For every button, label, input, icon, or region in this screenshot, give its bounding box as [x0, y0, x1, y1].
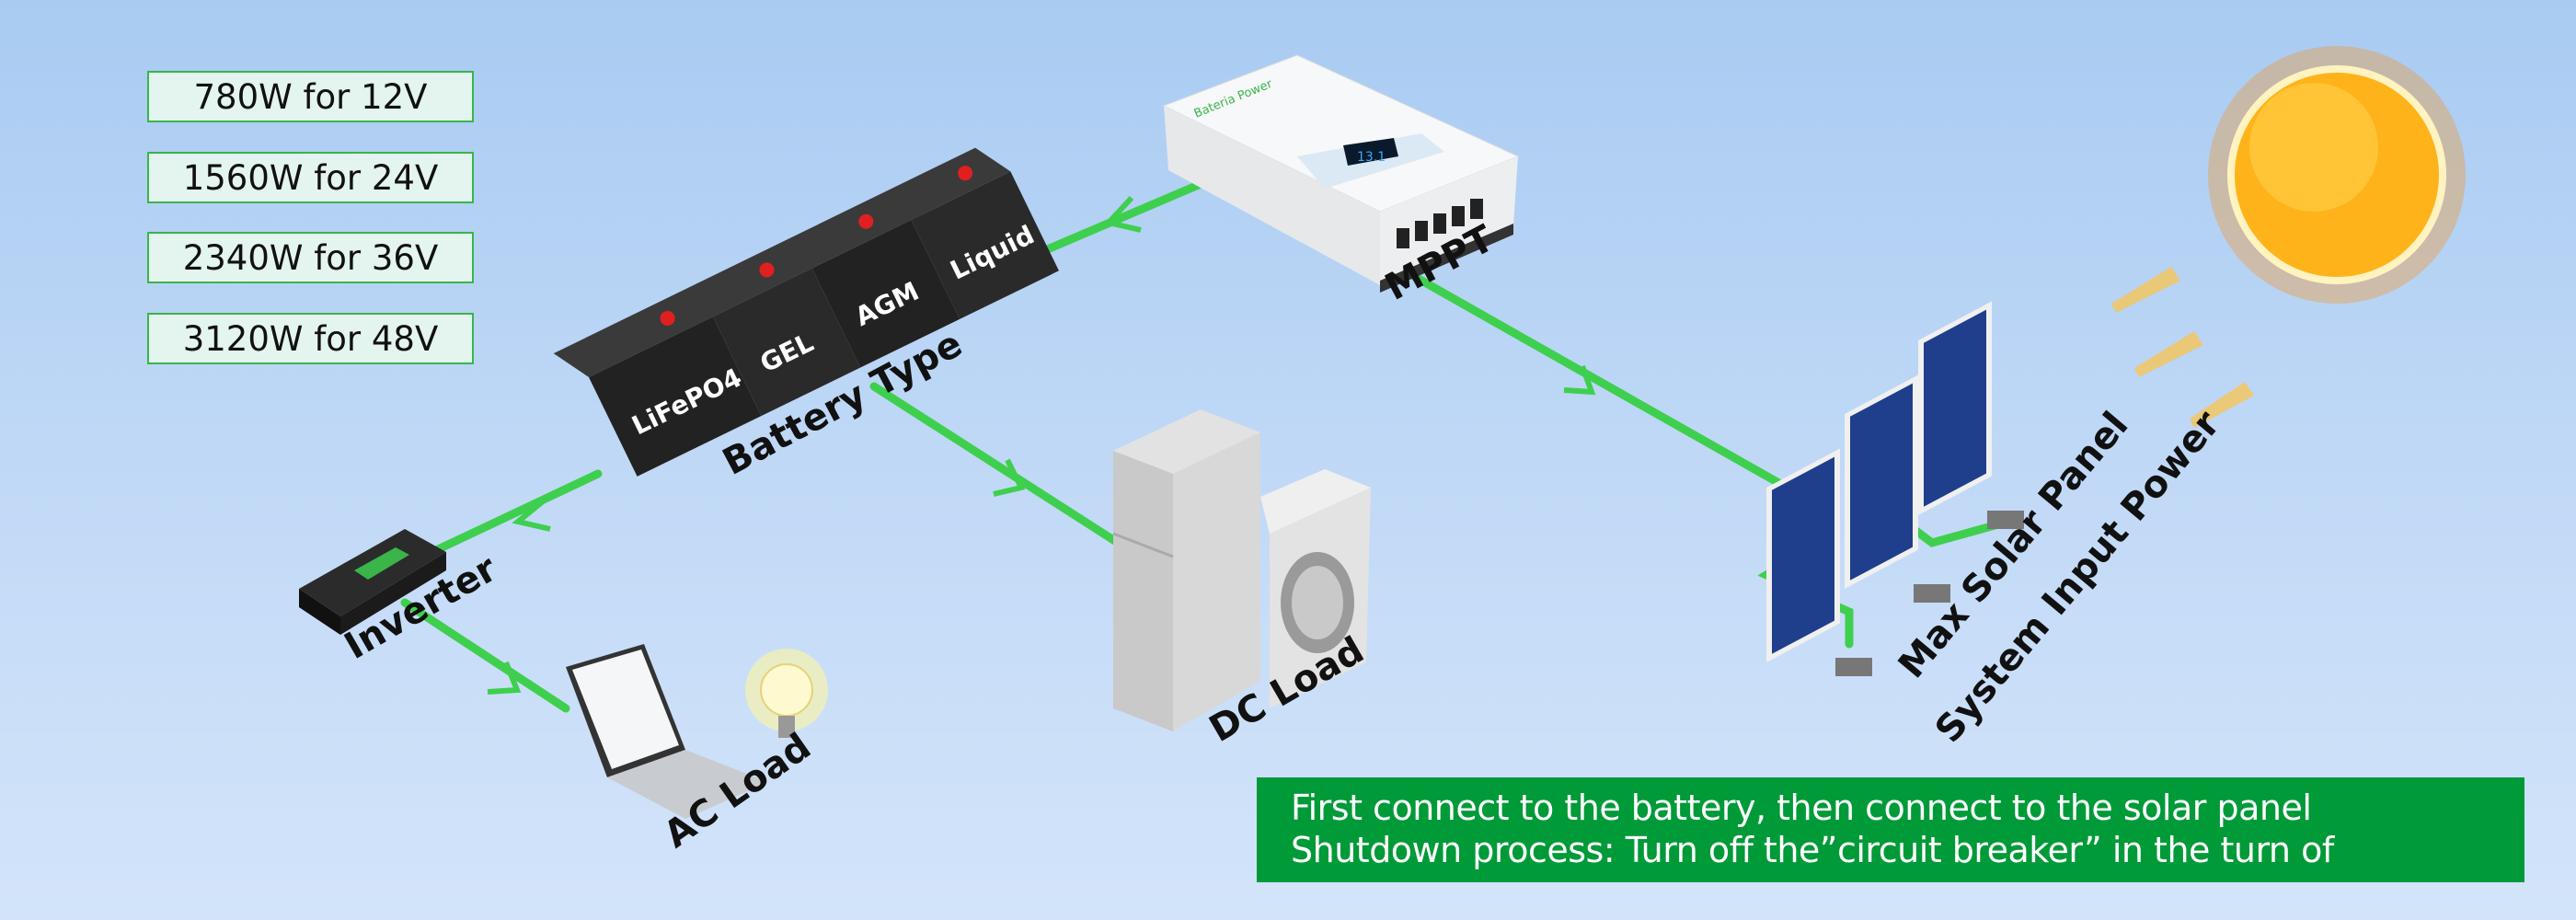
- spec-36v: 2340W for 36V: [147, 232, 474, 283]
- battery-agm: [811, 220, 960, 368]
- sun-rays: [2111, 267, 2254, 428]
- battery-liquid: [911, 171, 1059, 319]
- instruction-line-2: Shutdown process: Turn off the”circuit b…: [1291, 830, 2334, 870]
- refrigerator: [1112, 409, 1260, 731]
- light-bulb-icon: [745, 649, 828, 738]
- washing-machine: [1260, 469, 1371, 708]
- wire-battery-dcload: [869, 382, 1122, 547]
- instruction-banner: First connect to the battery, then conne…: [1257, 777, 2524, 882]
- spec-24v: 1560W for 24V: [147, 152, 474, 203]
- laptop: [566, 644, 768, 819]
- solar-panel: [1918, 301, 1992, 515]
- mppt-controller: 13.1 Bateria Power: [1162, 54, 1520, 293]
- spec-48v: 3120W for 48V: [147, 313, 474, 364]
- wire-battery-inverter: [428, 469, 603, 557]
- wire-arrows: [487, 195, 1596, 695]
- solar-panel: [1766, 448, 1840, 662]
- wire-inverter-acload: [400, 598, 570, 713]
- inverter-device: [299, 529, 446, 635]
- mppt-display: 13.1: [1357, 150, 1386, 165]
- battery-lifepo4: [589, 316, 762, 477]
- battery-bank: LiFePO4 GEL AGM Liquid: [553, 147, 1059, 477]
- sun-icon: [2208, 46, 2466, 304]
- solar-panel: [1845, 374, 1918, 589]
- wire-mppt-solar: [1385, 258, 1808, 501]
- solar-panels: [1766, 301, 2024, 676]
- instruction-line-1: First connect to the battery, then conne…: [1291, 788, 2312, 828]
- battery-gel: [712, 268, 861, 417]
- spec-12v: 780W for 12V: [147, 71, 474, 122]
